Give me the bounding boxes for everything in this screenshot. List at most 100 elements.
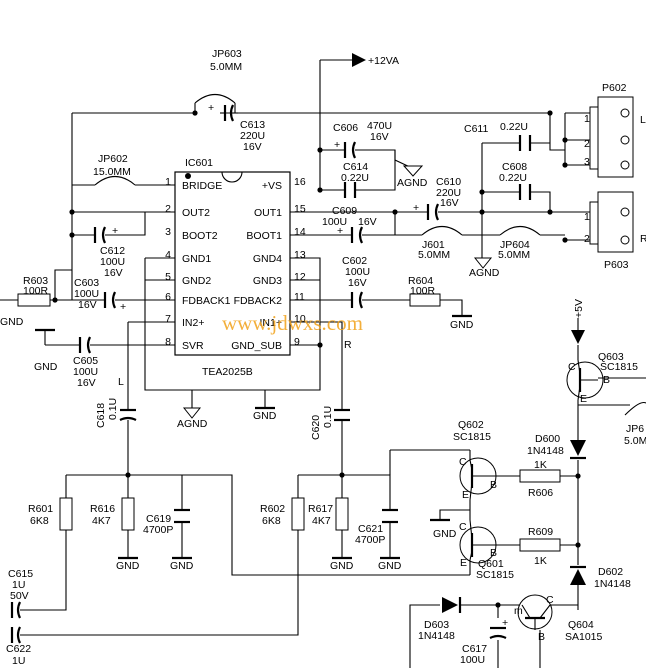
- svg-text:C: C: [568, 361, 576, 373]
- svg-text:+: +: [120, 301, 126, 313]
- ic-pin-right-name: +VS: [262, 180, 282, 192]
- svg-text:4K7: 4K7: [92, 515, 111, 527]
- ic-pin-left-num: 1: [165, 176, 171, 188]
- svg-text:SC1815: SC1815: [453, 431, 491, 443]
- ic-pin-left-name: IN2+: [182, 317, 204, 329]
- svg-text:C: C: [546, 594, 554, 606]
- svg-text:JP603: JP603: [212, 48, 242, 60]
- svg-text:C617: C617: [462, 643, 487, 655]
- ic-pin-right-name: GND3: [253, 275, 282, 287]
- svg-text:1K: 1K: [534, 459, 547, 471]
- svg-text:3: 3: [584, 156, 590, 168]
- connector-p602: P602 123 L: [584, 82, 646, 178]
- svg-text:Q601: Q601: [478, 558, 504, 570]
- svg-text:AGND: AGND: [397, 177, 428, 189]
- svg-text:100U: 100U: [73, 366, 98, 378]
- svg-text:GND: GND: [330, 560, 354, 572]
- ic-pin-right-num: 9: [294, 336, 300, 348]
- svg-text:1U: 1U: [12, 579, 25, 591]
- svg-text:0.22U: 0.22U: [341, 172, 369, 184]
- ic-pin-right-name: GND_SUB: [231, 340, 282, 352]
- ic-pin-right-num: 15: [294, 203, 306, 215]
- connector-p603: P603 12 R: [584, 191, 646, 271]
- svg-text:E: E: [580, 393, 587, 405]
- svg-text:100R: 100R: [410, 285, 436, 297]
- svg-text:15.0MM: 15.0MM: [93, 166, 131, 178]
- watermark-text: www.jdwxs.com: [222, 311, 363, 335]
- svg-text:GND: GND: [253, 410, 277, 422]
- svg-text:C614: C614: [343, 161, 368, 173]
- svg-text:2: 2: [584, 233, 590, 245]
- ic-pin-left-num: 6: [165, 291, 171, 303]
- gnd-symbol-r617: GND: [330, 556, 354, 572]
- ic-pin-left-name: FDBACK1: [182, 295, 231, 307]
- svg-text:GND: GND: [34, 361, 58, 373]
- svg-text:5.0MM: 5.0MM: [418, 249, 450, 261]
- supply-12va-arrow: +12VA: [352, 53, 399, 67]
- agnd-symbol-ic: AGND: [177, 407, 208, 430]
- svg-text:50V: 50V: [10, 590, 29, 602]
- svg-text:GND: GND: [0, 316, 24, 328]
- svg-text:R609: R609: [528, 526, 553, 538]
- svg-text:5.0MM: 5.0MM: [210, 61, 242, 73]
- ic-pin-left-num: 8: [165, 336, 171, 348]
- channel-r-label: R: [344, 339, 352, 351]
- svg-text:0.22U: 0.22U: [500, 121, 528, 133]
- ic-pin-left-num: 3: [165, 226, 171, 238]
- svg-text:m: m: [514, 605, 523, 617]
- svg-text:JP604: JP604: [500, 239, 530, 251]
- svg-text:0.1U: 0.1U: [322, 406, 334, 428]
- svg-text:R601: R601: [28, 503, 53, 515]
- ic-pin-left-num: 2: [165, 203, 171, 215]
- svg-text:100U: 100U: [460, 654, 485, 666]
- svg-text:JP602: JP602: [98, 153, 128, 165]
- agnd-symbol-top: AGND: [397, 165, 428, 189]
- channel-labels: L R: [118, 339, 352, 388]
- svg-text:16V: 16V: [77, 377, 96, 389]
- svg-text:5.0M: 5.0M: [624, 435, 646, 447]
- svg-text:GND: GND: [433, 528, 457, 540]
- ic-pin-right-name: IN1+: [260, 317, 282, 329]
- svg-text:GND: GND: [450, 319, 474, 331]
- svg-text:1N4148: 1N4148: [418, 630, 455, 642]
- svg-text:16V: 16V: [78, 299, 97, 311]
- junctions: [52, 110, 581, 608]
- ic-pin-right-num: 14: [294, 226, 306, 238]
- svg-text:C613: C613: [240, 119, 265, 131]
- svg-text:R616: R616: [90, 503, 115, 515]
- gnd-symbol-r616: GND: [116, 556, 140, 572]
- svg-text:GND: GND: [170, 560, 194, 572]
- svg-text:+12VA: +12VA: [368, 55, 399, 67]
- ic-pin-right-num: 10: [294, 313, 306, 325]
- svg-text:C608: C608: [502, 161, 527, 173]
- cap-c618: C618 0.1U: [95, 398, 137, 428]
- svg-text:16V: 16V: [358, 216, 377, 228]
- ic-pin-left-num: 5: [165, 271, 171, 283]
- ic-pin-right-num: 11: [294, 291, 305, 303]
- svg-text:C606: C606: [333, 122, 358, 134]
- svg-text:C612: C612: [100, 245, 125, 257]
- svg-text:L: L: [640, 114, 646, 126]
- svg-text:C618: C618: [95, 403, 107, 428]
- svg-text:C605: C605: [73, 355, 98, 367]
- svg-text:6K8: 6K8: [262, 515, 281, 527]
- svg-text:C603: C603: [74, 277, 99, 289]
